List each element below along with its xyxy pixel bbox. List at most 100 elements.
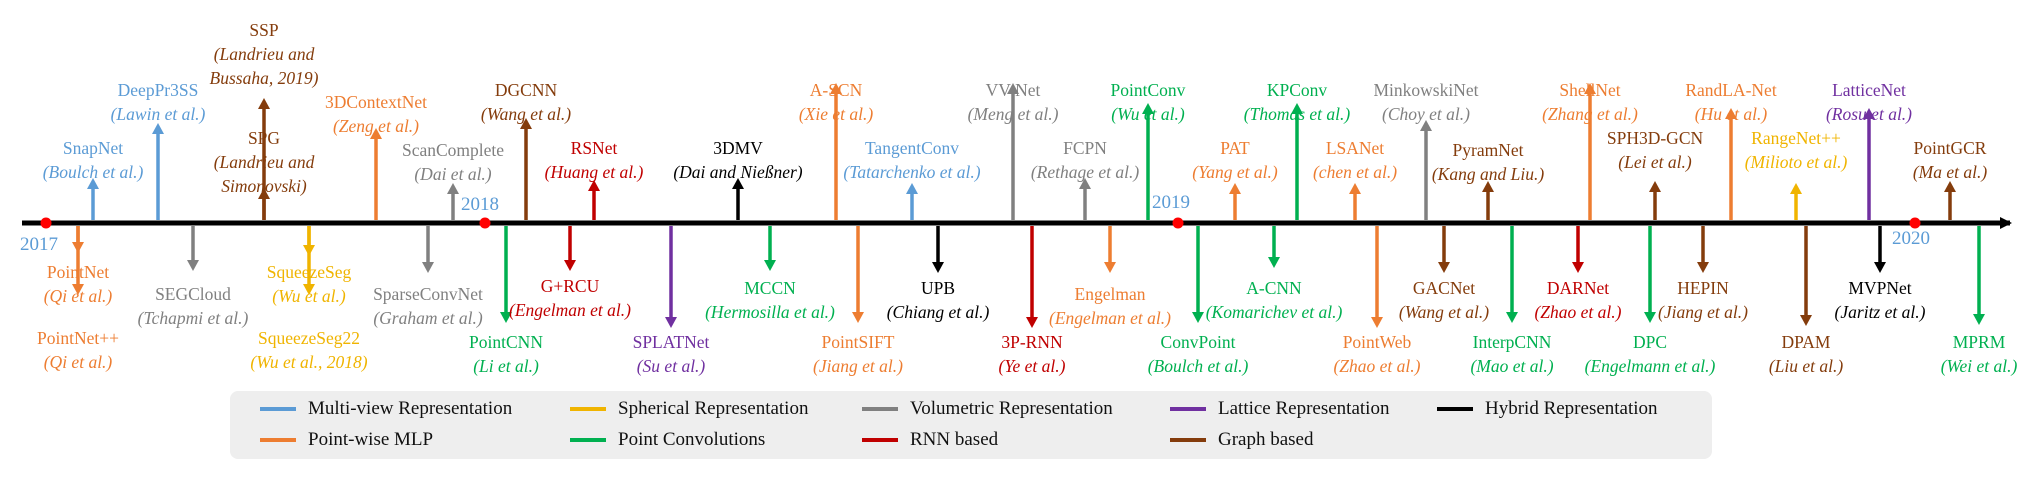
method-name: RandLA-Net <box>1685 80 1777 100</box>
legend-swatch <box>260 438 296 442</box>
method-name: G+RCU <box>540 276 600 296</box>
method-g-rcu: G+RCU (Engelman et al.) <box>475 274 665 322</box>
method-authors: (Xie et al.) <box>798 104 874 124</box>
method-pointconv: PointConv(Wu et al.) <box>1053 78 1243 126</box>
method-name: DARNet <box>1546 278 1610 298</box>
legend-item-volumetric: Volumetric Representation <box>862 396 1113 422</box>
arrow-minkowskinet <box>1420 120 1432 220</box>
method-name: VV-Net <box>985 80 1041 100</box>
method-snapnet: SnapNet(Boulch et al.) <box>0 136 188 184</box>
method-authors: (Landrieu and Bussaha, 2019) <box>209 44 319 88</box>
legend-label: Volumetric Representation <box>910 398 1113 419</box>
method-3dmv: 3DMV(Dai and Nießner) <box>643 136 833 184</box>
year-marker-2020 <box>1909 217 1921 229</box>
legend-label: Graph based <box>1218 429 1314 450</box>
arrow-pointweb <box>1371 226 1383 328</box>
method-scancomplete: ScanComplete(Dai et al.) <box>358 138 548 186</box>
arrow-spg <box>258 188 270 220</box>
method-interpcnn: InterpCNN(Mao et al.) <box>1417 330 1607 378</box>
method-tangentconv: TangentConv(Tatarchenko et al.) <box>817 136 1007 184</box>
arrow-lsanet <box>1349 183 1361 220</box>
method-authors: (Thomas et al.) <box>1243 104 1351 124</box>
method-hepin: HEPIN(Jiang et al.) <box>1608 276 1798 324</box>
method-name: 3DContextNet <box>324 92 428 112</box>
legend-item-spherical: Spherical Representation <box>570 396 808 422</box>
year-label-2019: 2019 <box>1152 192 1190 213</box>
arrow-scancomplete <box>447 183 459 220</box>
method-authors: (Dai and Nießner) <box>673 162 803 182</box>
method-authors: (Su et al.) <box>636 356 706 376</box>
method-name: TangentConv <box>864 138 960 158</box>
method-segcloud: SEGCloud(Tchapmi et al.) <box>98 282 288 330</box>
method-deeppr3ss: DeepPr3SS(Lawin et al.) <box>63 78 253 126</box>
method-authors: (Qi et al.) <box>43 352 113 372</box>
arrow-pointconv <box>1142 103 1154 220</box>
method-authors: (Wu et al.) <box>272 286 346 306</box>
legend-item-lattice: Lattice Representation <box>1170 396 1389 422</box>
legend-label: Lattice Representation <box>1218 398 1390 419</box>
method-sph3d-gcn: SPH3D-GCN(Lei et al.) <box>1560 126 1750 174</box>
method-splatnet: SPLATNet(Su et al.) <box>576 330 766 378</box>
legend-label: Spherical Representation <box>618 398 809 419</box>
arrow-segcloud <box>187 226 199 271</box>
method-vv-net: VV-Net(Meng et al.) <box>918 78 1108 126</box>
method-dpc: DPC (Engelmann et al.) <box>1555 330 1745 378</box>
method-authors: (Hermosilla et al.) <box>705 302 835 322</box>
arrow-vv-net <box>1007 83 1019 220</box>
method-authors: (Rosu et al.) <box>1825 104 1913 124</box>
arrow-rsnet <box>588 180 600 220</box>
method-name: SparseConvNet <box>373 284 483 304</box>
method-name: FCPN <box>1063 138 1107 158</box>
method-pointweb: PointWeb(Zhao et al.) <box>1282 330 1472 378</box>
method-authors: (Wu et al., 2018) <box>250 352 368 372</box>
method-name: PyramNet <box>1452 140 1524 160</box>
method-pyramnet: PyramNet (Kang and Liu.) <box>1393 138 1583 186</box>
method-name: PointConv <box>1110 80 1186 100</box>
arrow-latticenet <box>1863 108 1875 220</box>
method-authors: (Ye et al.) <box>998 356 1066 376</box>
arrow-engelman <box>1104 226 1116 273</box>
method-authors: (Tchapmi et al.) <box>137 308 249 328</box>
method-authors: (Engelmann et al.) <box>1584 356 1716 376</box>
method-authors: (Lawin et al.) <box>110 104 206 124</box>
method-name: LSANet <box>1325 138 1385 158</box>
method-authors: (Huang et al.) <box>544 162 644 182</box>
arrow-rangenet- <box>1790 183 1802 220</box>
method-a-scn: A-SCN(Xie et al.) <box>741 78 931 126</box>
arrow-splatnet <box>665 226 677 328</box>
arrow-dpc <box>1644 226 1656 323</box>
method-authors: (Graham et al.) <box>373 308 483 328</box>
method-3p-rnn: 3P-RNN(Ye et al.) <box>937 330 1127 378</box>
method-name: SnapNet <box>62 138 124 158</box>
method-name: MinkowskiNet <box>1373 80 1479 100</box>
legend-item-hybrid: Hybrid Representation <box>1437 396 1658 422</box>
method-name: UPB <box>920 278 956 298</box>
method-rsnet: RSNet (Huang et al.) <box>499 136 689 184</box>
method-name: DPC <box>1632 332 1668 352</box>
method-authors: (Qi et al.) <box>43 286 113 306</box>
legend-item-graph: Graph based <box>1170 427 1314 453</box>
arrow-pyramnet <box>1482 181 1494 220</box>
legend-item-pointconv: Point Convolutions <box>570 427 765 453</box>
method-name: DPAM <box>1781 332 1831 352</box>
method-name: ShellNet <box>1559 80 1621 100</box>
method-name: PointWeb <box>1342 332 1412 352</box>
method-name: RSNet <box>570 138 618 158</box>
arrow-mccn <box>764 226 776 271</box>
arrow-deeppr3ss <box>152 123 164 220</box>
method-pointnet-: PointNet++(Qi et al.) <box>0 326 173 374</box>
arrow-sparseconvnet <box>422 226 434 273</box>
legend-swatch <box>260 407 296 411</box>
method-pointsift: PointSIFT(Jiang et al.) <box>763 330 953 378</box>
arrow-kpconv <box>1291 103 1303 220</box>
method-authors: (Engelman et al.) <box>509 300 631 320</box>
arrow-darnet <box>1572 226 1584 273</box>
method-name: LatticeNet <box>1832 80 1906 100</box>
legend-swatch <box>1437 407 1473 411</box>
method-authors: (Ma et al.) <box>1912 162 1988 182</box>
method-spg: SPG(Landrieu and Simonovski) <box>169 126 359 198</box>
method-darnet: DARNet(Zhao et al.) <box>1483 276 1673 324</box>
method-authors: (Kang and Liu.) <box>1431 164 1545 184</box>
method-pointgcr: PointGCR(Ma et al.) <box>1855 136 2034 184</box>
method-authors: (Engelman et al.) <box>1049 308 1171 328</box>
